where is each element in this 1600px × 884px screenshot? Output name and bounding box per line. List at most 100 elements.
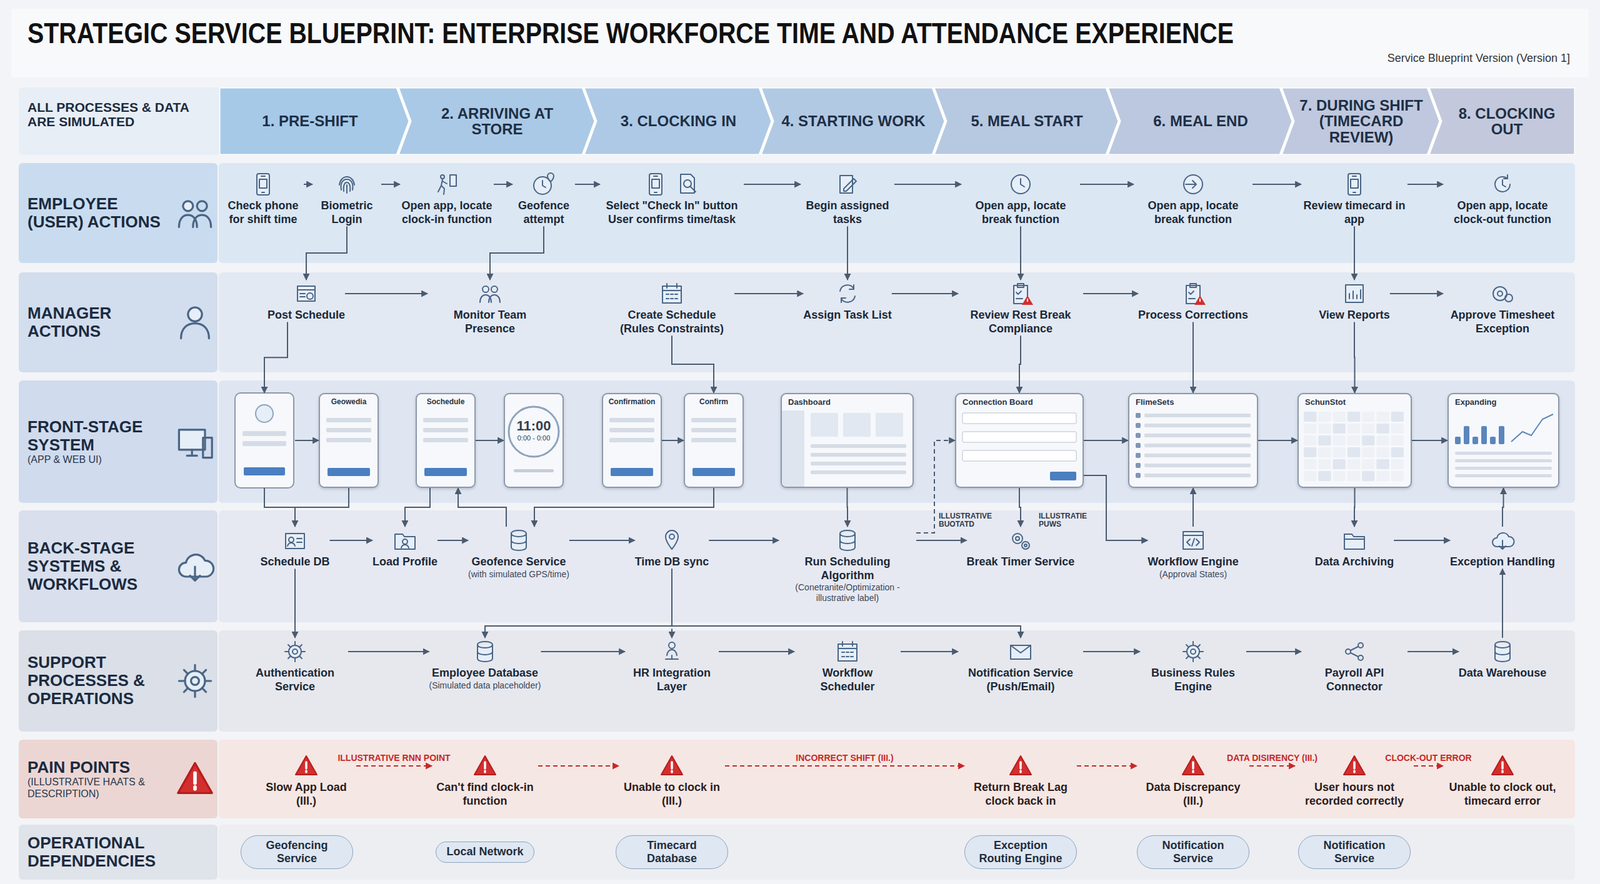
connector [1192, 322, 1194, 394]
ui-shape [691, 438, 737, 443]
text-group: 7. DURING SHIFT (TIMECARD REVIEW) [1281, 87, 1440, 155]
icon-stroke [662, 286, 682, 304]
icon-stroke [477, 651, 493, 655]
ui-shape [1135, 423, 1141, 429]
connector [894, 183, 962, 185]
text-group: 4. STARTING WORK [760, 87, 945, 155]
ui-shape [1391, 423, 1404, 434]
ui-shape [1361, 435, 1375, 446]
ui-shape [1376, 471, 1389, 482]
icon-stroke [665, 530, 679, 550]
icon-stroke [178, 665, 211, 697]
icon-stroke [840, 540, 855, 544]
icon-stroke [1343, 756, 1365, 775]
ui-shape [1333, 435, 1346, 446]
node-text: Data Warehouse [1458, 666, 1547, 681]
screen-art [416, 394, 475, 487]
icon-stroke [1344, 534, 1365, 550]
icon-stroke [1183, 531, 1204, 550]
icon-stroke [1344, 538, 1365, 540]
icon-stroke [1183, 175, 1203, 194]
lane-ground [218, 272, 1575, 373]
icon-stroke [1348, 173, 1361, 195]
ui-shape [1144, 443, 1251, 448]
connector [708, 540, 779, 542]
node-text: OPERATIONAL DEPENDENCIES [27, 834, 178, 871]
connector [1353, 322, 1356, 394]
icon [1341, 753, 1367, 779]
connector [1076, 765, 1137, 767]
phase-chevron: 8. CLOCKING OUT [1428, 87, 1575, 155]
ui-shape [1318, 411, 1331, 422]
text-group: Sochedule [416, 394, 475, 410]
icon [1008, 753, 1034, 779]
node-text: View Reports [1318, 308, 1390, 323]
icon-stroke [843, 178, 857, 192]
connector [1407, 183, 1444, 185]
ui-shape [1455, 451, 1552, 455]
icon-stroke [669, 534, 675, 540]
node-text: Schedule DB [260, 555, 330, 570]
icon-stroke [191, 450, 194, 457]
icon-stroke [1345, 285, 1364, 303]
screen-mockup: Dashboard [780, 393, 914, 489]
step-item: Approve Timesheet Exception [1443, 280, 1562, 336]
icon-row [1318, 281, 1390, 307]
icon-stroke [1492, 533, 1515, 547]
icon-stroke [1015, 536, 1020, 541]
icon-stroke [1019, 762, 1022, 769]
text-group: View Reports [1318, 308, 1390, 323]
connector-label: DATA DISIRENCY (III.) [1225, 753, 1320, 764]
note-label: ALL PROCESSES & DATA ARE SIMULATED [27, 100, 215, 129]
icon-stroke [256, 173, 270, 195]
node-text: Payroll API Connector [1301, 666, 1408, 694]
step-item: Authentication Service [241, 638, 349, 694]
text-group: Notification Service [1308, 839, 1400, 866]
icon-row [1458, 639, 1547, 665]
connector [743, 183, 801, 185]
icon-stroke [259, 179, 267, 189]
screen-mockup: Confirmation [601, 393, 662, 489]
icon-stroke [841, 652, 854, 657]
ui-shape [424, 468, 467, 477]
connector [405, 488, 430, 527]
icon [1180, 281, 1206, 307]
ui-shape [1333, 471, 1346, 482]
text-group: Exception Handling [1450, 555, 1555, 570]
icon [659, 753, 685, 779]
ui-shape [1135, 413, 1141, 419]
icon-stroke [662, 290, 682, 292]
icon-stroke [1501, 771, 1504, 773]
node-text: Dashboard [788, 397, 907, 408]
node-text: Check phone for shift time [222, 199, 304, 227]
text-group: Time DB sync [635, 555, 710, 570]
lane-ground [218, 740, 1575, 819]
icon-stroke [670, 771, 674, 773]
node-text: Return Break Lag clock back in [964, 781, 1077, 809]
icon [659, 281, 685, 307]
icon-stroke [203, 438, 212, 459]
ui-shape [1376, 459, 1389, 470]
ui-shape [1303, 447, 1317, 458]
lane-ground [218, 380, 1575, 504]
connector [538, 765, 619, 767]
node-text: BACK-STAGE SYSTEMS & WORKFLOWS [27, 539, 162, 594]
icon-stroke [1190, 283, 1197, 288]
dependency-pill: Timecard Database [615, 835, 729, 870]
text-group: Confirmation [603, 394, 661, 410]
ui-shape [810, 413, 839, 437]
note-label: Service Blueprint Version (Version 1] [1343, 52, 1570, 65]
node-text: 2. ARRIVING AT STORE [414, 105, 580, 137]
node-text: Data Discrepancy (III.) [1136, 781, 1250, 809]
ui-shape [423, 438, 469, 443]
lane-header-ground [18, 380, 218, 504]
icon [835, 171, 860, 197]
phase-chevron: 1. PRE-SHIFT [219, 87, 410, 155]
icon-stroke [346, 185, 348, 194]
connector [1258, 440, 1298, 442]
connector [490, 226, 544, 280]
ui-shape [1347, 423, 1360, 434]
icon-row [803, 281, 892, 307]
ui-shape [781, 410, 805, 487]
chevron-fill [1428, 87, 1575, 155]
